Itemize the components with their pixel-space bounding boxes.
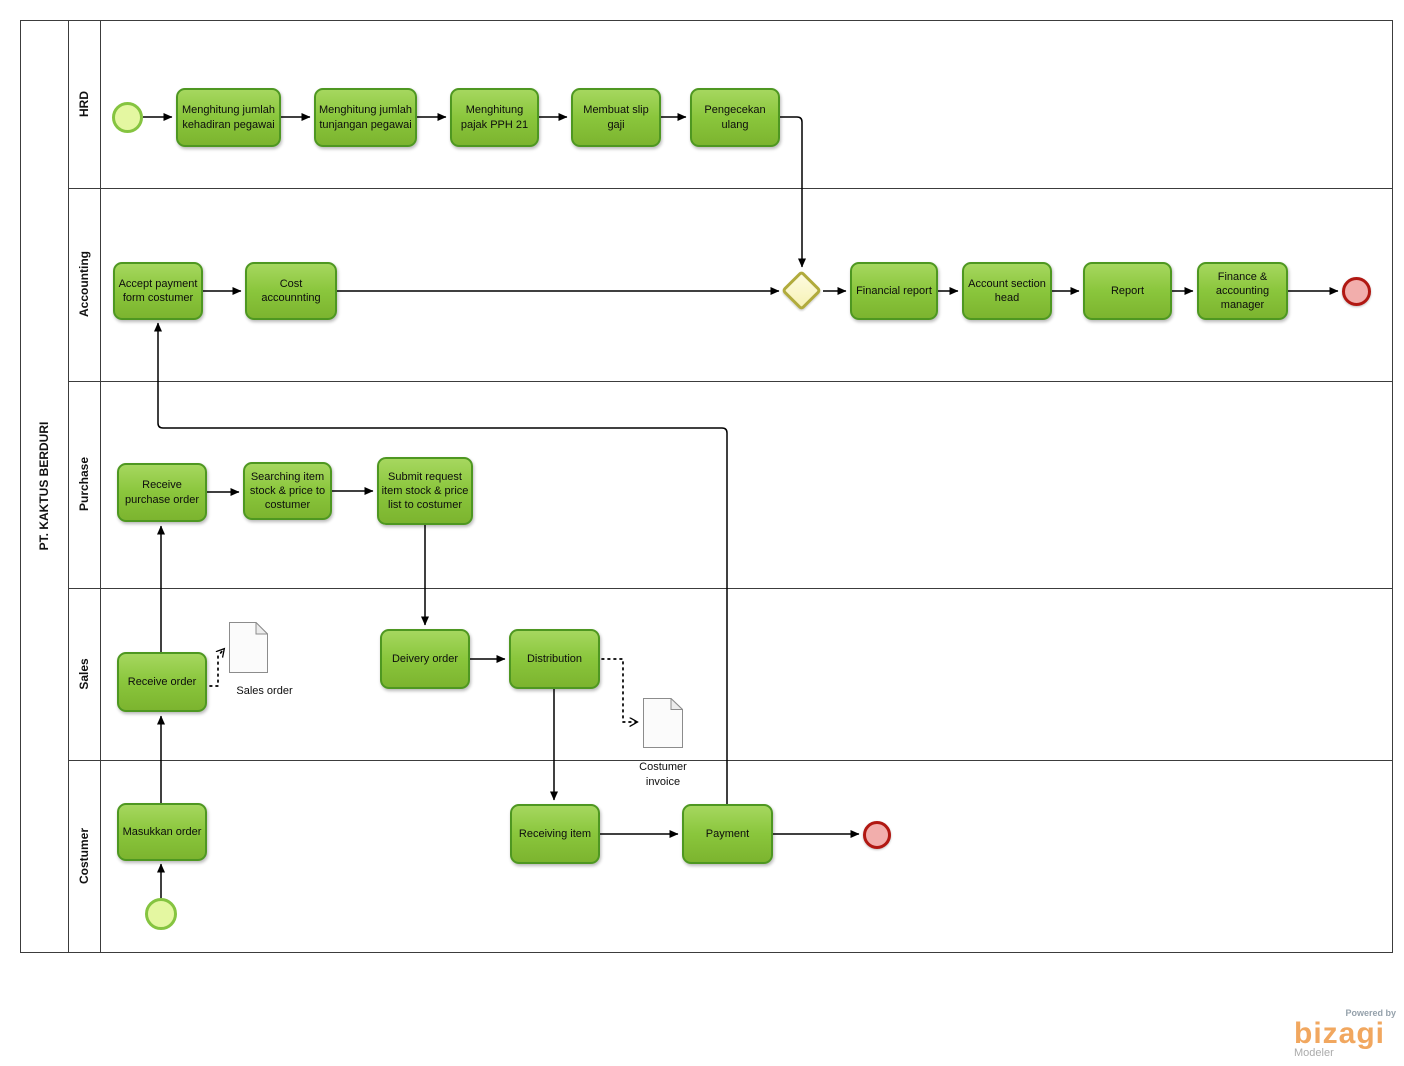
task-receive-purchase-order[interactable]: Receive purchase order bbox=[117, 463, 207, 522]
lane-divider bbox=[68, 381, 1393, 382]
pool-title-divider bbox=[68, 20, 69, 953]
lane-label-purchase: Purchase bbox=[77, 456, 91, 512]
task-menghitung-kehadiran[interactable]: Menghitung jumlah kehadiran pegawai bbox=[176, 88, 281, 147]
lane-label-costumer: Costumer bbox=[77, 827, 91, 885]
document-icon bbox=[229, 621, 269, 673]
task-searching-item[interactable]: Searching item stock & price to costumer bbox=[243, 462, 332, 520]
task-label: Pengecekan ulang bbox=[704, 104, 766, 131]
costumer-invoice-label: Costumer invoice bbox=[639, 761, 687, 789]
task-menghitung-pajak[interactable]: Menghitung pajak PPH 21 bbox=[450, 88, 539, 147]
lane-divider bbox=[68, 588, 1393, 589]
task-accept-payment[interactable]: Accept payment form costumer bbox=[113, 262, 203, 320]
task-label: Receive order bbox=[127, 675, 197, 688]
task-label: Menghitung jumlah kehadiran pegawai bbox=[182, 104, 275, 131]
task-payment[interactable]: Payment bbox=[682, 804, 773, 864]
task-label: Accept payment form costumer bbox=[118, 277, 198, 304]
modeler-label: Modeler bbox=[1294, 1046, 1334, 1059]
data-object-sales-order[interactable] bbox=[229, 621, 269, 678]
pool bbox=[20, 20, 1393, 953]
task-account-section-head[interactable]: Account section head bbox=[962, 262, 1052, 320]
task-label: Report bbox=[1110, 284, 1145, 297]
task-deivery-order[interactable]: Deivery order bbox=[380, 629, 470, 689]
task-submit-request[interactable]: Submit request item stock & price list t… bbox=[377, 457, 473, 525]
task-receive-order[interactable]: Receive order bbox=[117, 652, 207, 712]
powered-by-label: Powered by bbox=[1345, 1008, 1396, 1018]
task-label: Membuat slip gaji bbox=[583, 104, 649, 131]
lane-label-divider bbox=[100, 20, 101, 953]
task-finance-manager[interactable]: Finance & accounting manager bbox=[1197, 262, 1288, 320]
task-label: Payment bbox=[705, 827, 750, 840]
task-label: Menghitung jumlah tunjangan pegawai bbox=[319, 104, 412, 131]
task-label: Masukkan order bbox=[122, 825, 202, 838]
bizagi-logo: Powered by bizagi Modeler bbox=[1294, 1008, 1398, 1059]
task-label: Distribution bbox=[526, 652, 583, 665]
task-label: Searching item stock & price to costumer bbox=[249, 470, 326, 512]
task-membuat-slip-gaji[interactable]: Membuat slip gaji bbox=[571, 88, 661, 147]
task-report[interactable]: Report bbox=[1083, 262, 1172, 320]
task-label: Account section head bbox=[968, 277, 1046, 304]
task-label: Receiving item bbox=[518, 827, 592, 840]
bizagi-wordmark: bizagi bbox=[1294, 1017, 1386, 1050]
task-label: Submit request item stock & price list t… bbox=[381, 470, 469, 512]
task-label: Receive purchase order bbox=[125, 479, 199, 506]
lane-divider bbox=[68, 760, 1393, 761]
task-cost-accounting[interactable]: Cost accounnting bbox=[245, 262, 337, 320]
document-icon bbox=[643, 697, 684, 748]
sales-order-label: Sales order bbox=[236, 685, 293, 697]
task-financial-report[interactable]: Financial report bbox=[850, 262, 938, 320]
task-pengecekan-ulang[interactable]: Pengecekan ulang bbox=[690, 88, 780, 147]
task-label: Finance & accounting manager bbox=[1215, 270, 1270, 312]
task-distribution[interactable]: Distribution bbox=[509, 629, 600, 689]
data-object-costumer-invoice[interactable] bbox=[643, 697, 684, 753]
task-menghitung-tunjangan[interactable]: Menghitung jumlah tunjangan pegawai bbox=[314, 88, 417, 147]
lane-label-accounting: Accounting bbox=[77, 251, 91, 317]
task-label: Cost accounnting bbox=[261, 277, 321, 304]
task-masukkan-order[interactable]: Masukkan order bbox=[117, 803, 207, 861]
task-label: Financial report bbox=[856, 284, 932, 297]
end-event-costumer[interactable] bbox=[863, 821, 891, 849]
task-label: Menghitung pajak PPH 21 bbox=[460, 104, 529, 131]
pool-title: PT. KAKTUS BERDURI bbox=[37, 421, 51, 551]
lane-divider bbox=[68, 188, 1393, 189]
task-receiving-item[interactable]: Receiving item bbox=[510, 804, 600, 864]
task-label: Deivery order bbox=[391, 652, 459, 665]
lane-label-hrd: HRD bbox=[77, 91, 91, 117]
lane-label-sales: Sales bbox=[77, 658, 91, 690]
start-event-hrd[interactable] bbox=[112, 102, 143, 133]
start-event-costumer[interactable] bbox=[145, 898, 177, 930]
end-event-accounting[interactable] bbox=[1342, 277, 1371, 306]
